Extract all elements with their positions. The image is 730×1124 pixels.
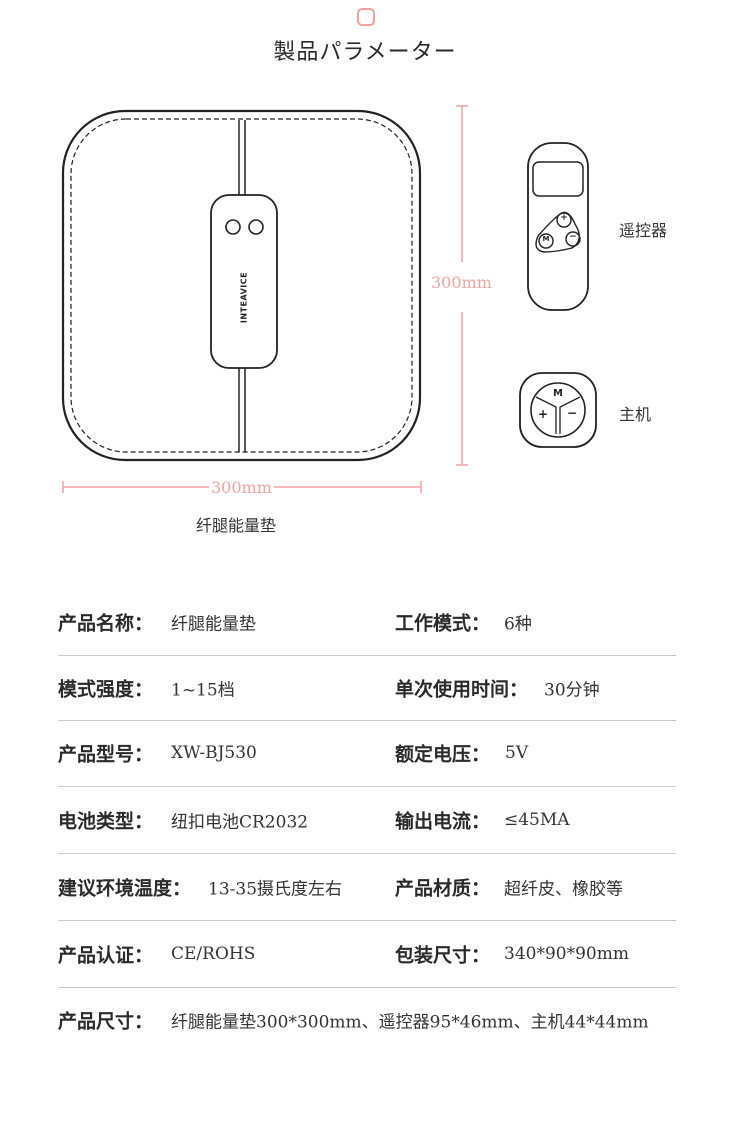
spec-label: 产品名称：	[58, 612, 154, 635]
remote-plus-button-icon: +	[560, 213, 568, 223]
product-illustration	[61, 105, 597, 493]
remote-minus-button-icon: −	[569, 232, 577, 242]
spec-value: ≤45MA	[504, 810, 570, 830]
spec-label: 单次使用时间：	[395, 678, 529, 701]
spec-row: 产品认证： CE/ROHS 包装尺寸： 340*90*90mm	[58, 921, 676, 987]
spec-value: 纽扣电池CR2032	[171, 812, 309, 833]
spec-label: 电池类型：	[58, 810, 154, 833]
remote-label: 遥控器	[619, 221, 668, 240]
spec-label: 额定电压：	[395, 743, 491, 766]
spec-value: XW-BJ530	[171, 743, 257, 763]
host-label: 主机	[619, 405, 652, 424]
spec-label: 工作模式：	[395, 612, 491, 635]
spec-label: 产品型号：	[58, 743, 154, 766]
divider	[58, 655, 676, 656]
spec-row: 建议环境温度： 13-35摄氏度左右 产品材质： 超纤皮、橡胶等	[58, 854, 676, 920]
spec-label: 建议环境温度：	[58, 877, 192, 900]
spec-value: 纤腿能量垫	[171, 614, 256, 635]
remote-mode-button-icon: M	[542, 235, 550, 243]
spec-value: CE/ROHS	[171, 944, 256, 964]
divider	[58, 920, 676, 921]
height-dimension-label: 300mm	[429, 273, 494, 292]
spec-row: 产品型号： XW-BJ530 额定电压： 5V	[58, 720, 676, 786]
spec-value: 1~15档	[171, 680, 235, 701]
spec-label: 产品尺寸：	[58, 1010, 154, 1033]
width-dimension-label: 300mm	[209, 478, 274, 497]
divider	[58, 786, 676, 787]
spec-value: 13-35摄氏度左右	[208, 879, 343, 900]
spec-value: 超纤皮、橡胶等	[504, 879, 623, 900]
remote-drawing	[527, 142, 589, 311]
spec-value: 6种	[504, 614, 532, 635]
accent-rounded-square-icon	[357, 8, 375, 26]
spec-label: 产品材质：	[395, 877, 491, 900]
host-plus-button-icon: +	[537, 407, 549, 421]
spec-row: 产品名称： 纤腿能量垫 工作模式： 6种	[58, 589, 676, 655]
spec-value: 纤腿能量垫300*300mm、遥控器95*46mm、主机44*44mm	[171, 1012, 649, 1033]
host-drawing	[519, 372, 597, 448]
spec-value: 5V	[505, 743, 529, 763]
host-mode-button-icon: M	[553, 388, 563, 399]
spec-label: 输出电流：	[395, 810, 491, 833]
divider	[58, 853, 676, 854]
divider	[58, 987, 676, 988]
divider	[58, 720, 676, 721]
spec-label: 包装尺寸：	[395, 944, 491, 967]
spec-value: 30分钟	[544, 680, 600, 701]
spec-label: 产品认证：	[58, 944, 154, 967]
spec-row: 电池类型： 纽扣电池CR2032 输出电流： ≤45MA	[58, 787, 676, 853]
host-minus-button-icon: −	[566, 406, 578, 420]
pad-label: 纤腿能量垫	[196, 516, 277, 535]
spec-label: 模式强度：	[58, 678, 154, 701]
page-title: 製品パラメーター	[273, 40, 457, 65]
pad-brand-logo: INTEAVICE	[239, 271, 249, 324]
spec-value: 340*90*90mm	[504, 944, 629, 964]
spec-row: 产品尺寸： 纤腿能量垫300*300mm、遥控器95*46mm、主机44*44m…	[58, 987, 676, 1053]
pad-drawing	[61, 109, 422, 462]
spec-row: 模式强度： 1~15档 单次使用时间： 30分钟	[58, 655, 676, 721]
